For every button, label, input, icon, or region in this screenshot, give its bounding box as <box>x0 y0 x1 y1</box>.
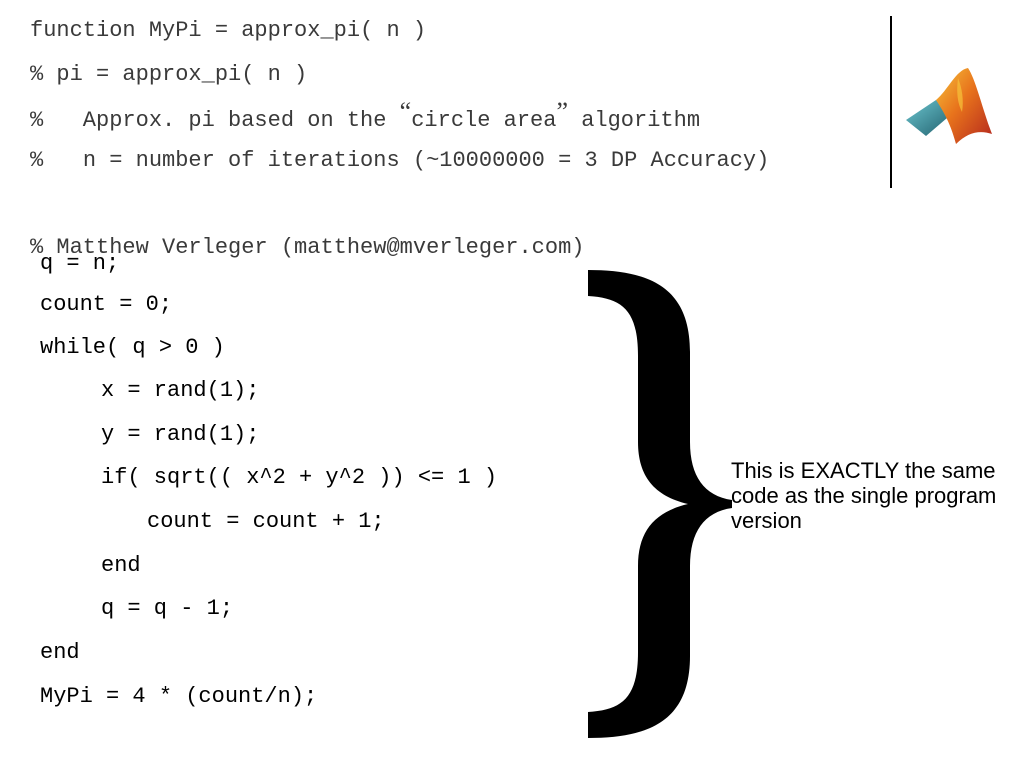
description-prefix: % Approx. pi based on the <box>30 108 400 133</box>
usage-comment-line: % pi = approx_pi( n ) <box>30 62 308 87</box>
matlab-logo-icon <box>906 68 992 144</box>
close-quote: ” <box>556 97 568 126</box>
function-signature-line: function MyPi = approx_pi( n ) <box>30 18 427 43</box>
code-line-end-while: end <box>40 640 80 665</box>
code-line-if: if( sqrt(( x^2 + y^2 )) <= 1 ) <box>101 465 498 490</box>
iterations-comment-line: % n = number of iterations (~10000000 = … <box>30 148 769 174</box>
code-line-q-init: q = n; <box>40 251 120 276</box>
description-suffix: algorithm <box>568 108 701 133</box>
code-line-end-if: end <box>101 553 141 578</box>
code-line-x-rand: x = rand(1); <box>101 378 260 403</box>
iterations-prefix: % <box>30 148 83 173</box>
quoted-text: circle area <box>411 108 557 133</box>
right-curly-brace-icon <box>588 270 732 738</box>
annotation-text: This is EXACTLY the same code as the sin… <box>731 458 997 533</box>
code-line-mypi: MyPi = 4 * (count/n); <box>40 684 318 709</box>
code-line-y-rand: y = rand(1); <box>101 422 260 447</box>
code-line-while: while( q > 0 ) <box>40 335 225 360</box>
code-line-count-init: count = 0; <box>40 292 173 317</box>
iterations-text: n = number of iterations (~10000000 = 3 … <box>82 148 770 173</box>
author-comment-line: % Matthew Verleger (matthew@mverleger.co… <box>30 235 585 260</box>
open-quote: “ <box>399 97 412 126</box>
header-divider <box>890 16 892 188</box>
description-comment-line: % Approx. pi based on the “circle area” … <box>30 99 701 134</box>
code-line-q-decrement: q = q - 1; <box>101 596 234 621</box>
code-line-count-increment: count = count + 1; <box>147 509 385 534</box>
